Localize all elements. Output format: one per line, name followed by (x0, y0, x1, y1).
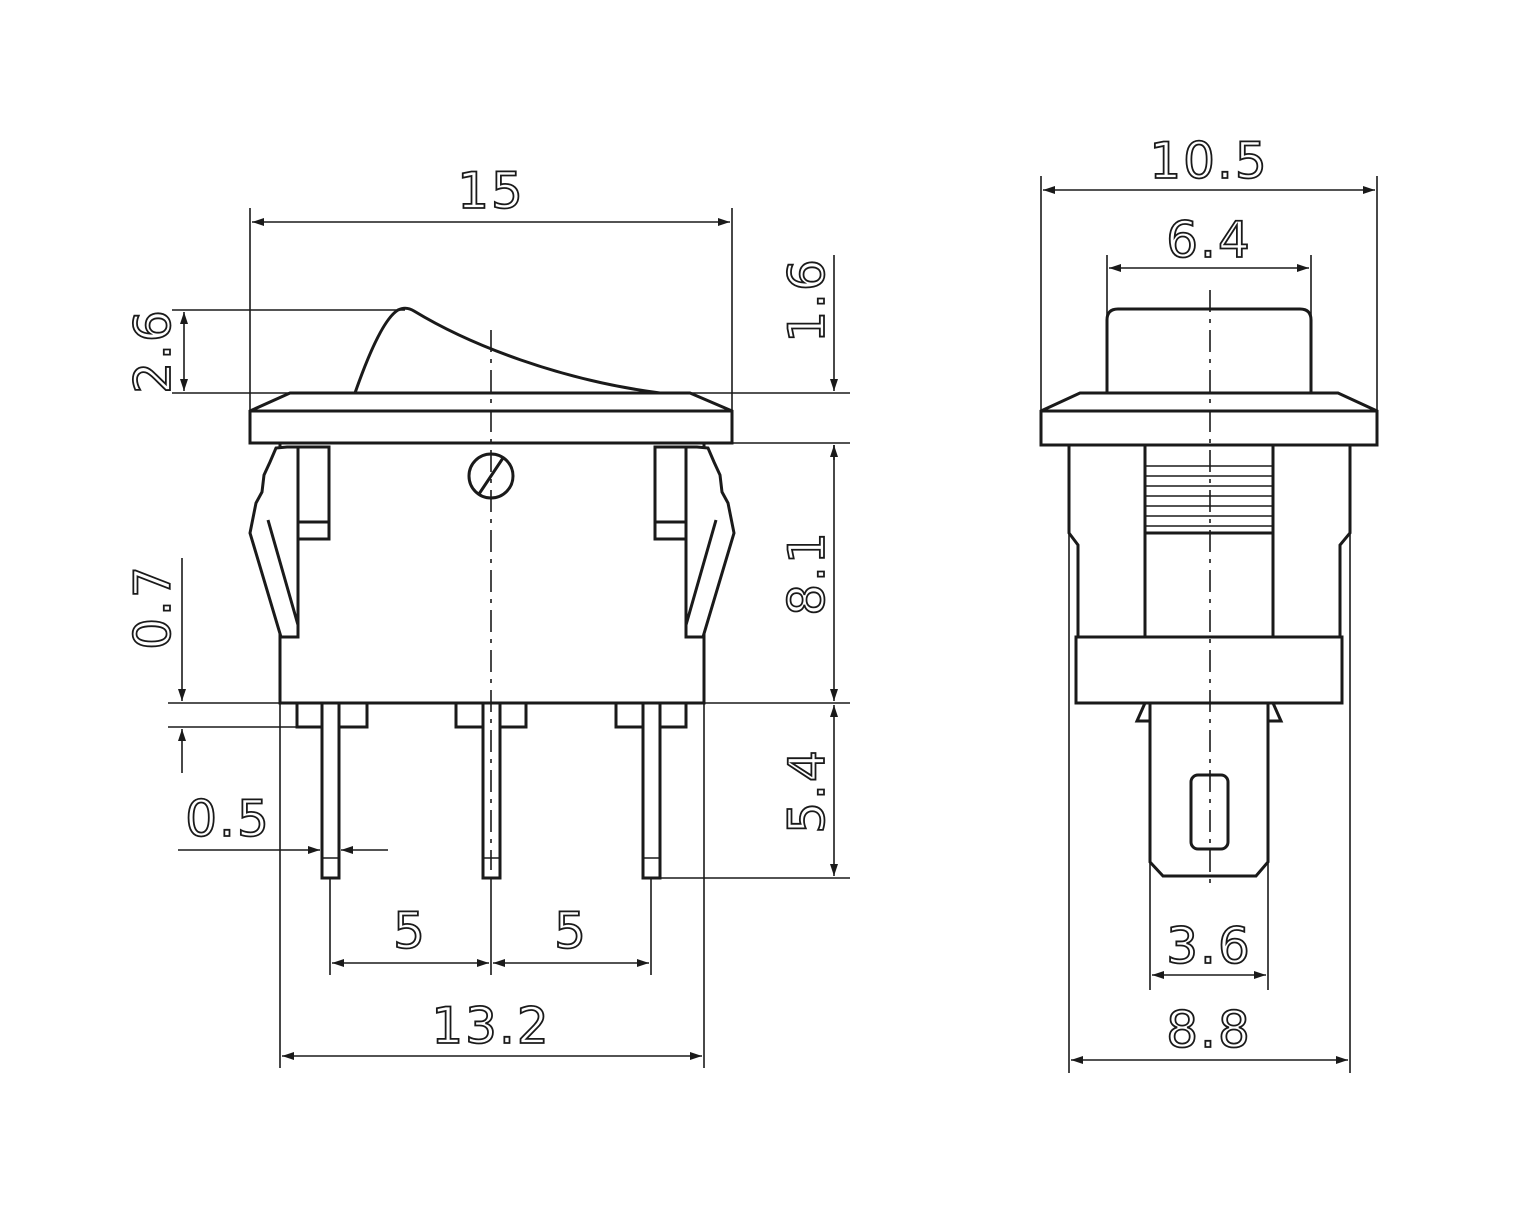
side-flange (1039, 391, 1379, 447)
front-view (248, 306, 736, 880)
label-housing-height: 8.1 (778, 530, 836, 616)
label-pitch-right: 5 (554, 902, 588, 960)
label-rocker-width-6.4: 6.4 (1166, 211, 1252, 269)
label-side-width-10.5: 10.5 (1149, 132, 1268, 190)
label-width-15: 15 (457, 162, 525, 220)
pin-right (641, 701, 662, 880)
label-flange-thickness: 1.6 (778, 257, 836, 343)
front-extension-lines (168, 208, 850, 1068)
label-terminal-width-3.6: 3.6 (1166, 917, 1252, 975)
side-rocker (1105, 307, 1313, 395)
label-housing-width-8.8: 8.8 (1166, 1001, 1252, 1059)
label-clip-offset: 0.7 (124, 564, 182, 650)
label-pin-length: 5.4 (778, 748, 836, 834)
side-ribs (1145, 465, 1273, 527)
front-dimension-lines (178, 218, 838, 1060)
label-pin-thickness: 0.5 (185, 790, 271, 848)
pin-left (320, 701, 341, 880)
side-dimension-labels: 10.5 6.4 3.6 8.8 (1148, 131, 1268, 1060)
front-dimension-labels: 15 13.2 5 5 0.5 2.6 0.7 1.6 8.1 5.4 (123, 161, 837, 1056)
label-width-13.2: 13.2 (431, 997, 550, 1055)
rocker-actuator (352, 306, 661, 395)
side-extension-lines (1040, 176, 1378, 1073)
side-view (1039, 290, 1379, 890)
side-dimension-lines (1043, 186, 1375, 1064)
label-rocker-height: 2.6 (124, 308, 182, 394)
label-pitch-left: 5 (393, 902, 427, 960)
side-base (1074, 635, 1344, 705)
